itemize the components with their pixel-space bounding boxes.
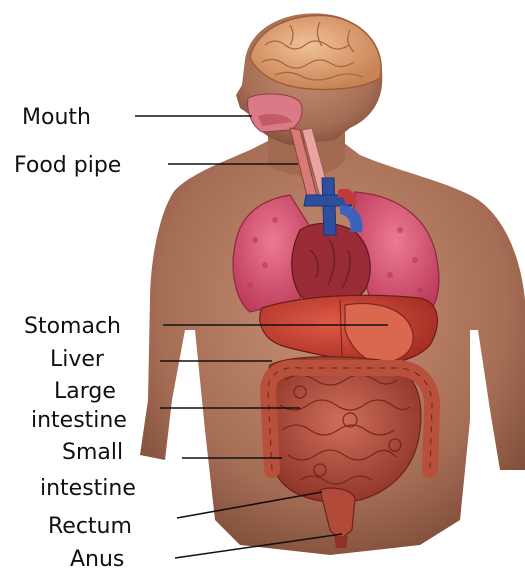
label-rectum: Rectum bbox=[48, 514, 132, 539]
label-large-intestine-line1: Large bbox=[54, 379, 116, 404]
label-small-intestine-line2: intestine bbox=[40, 476, 136, 501]
label-anus: Anus bbox=[70, 547, 124, 571]
heart bbox=[292, 223, 370, 306]
label-large-intestine-line2: intestine bbox=[31, 408, 127, 433]
label-stomach: Stomach bbox=[24, 314, 121, 339]
label-mouth: Mouth bbox=[22, 105, 91, 130]
label-food-pipe: Food pipe bbox=[14, 153, 121, 178]
label-small-intestine-line1: Small bbox=[62, 440, 123, 465]
label-liver: Liver bbox=[50, 347, 105, 372]
labels: Mouth Food pipe Stomach Liver Large inte… bbox=[14, 105, 136, 571]
anus bbox=[334, 536, 348, 548]
mouth-cavity bbox=[248, 94, 302, 132]
